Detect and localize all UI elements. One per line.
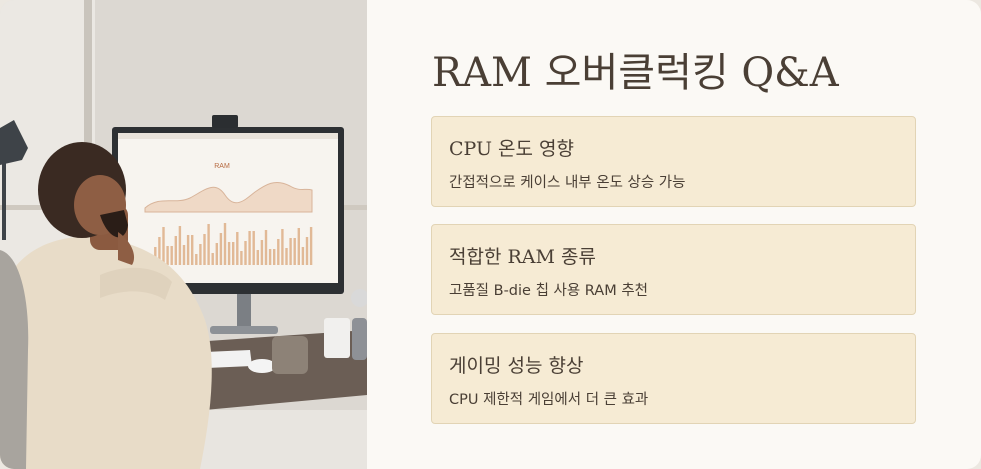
qa-card-ram-type: 적합한 RAM 종류 고품질 B-die 칩 사용 RAM 추천 (431, 224, 916, 315)
webcam-icon (212, 115, 238, 128)
screen-bar (199, 244, 202, 265)
screen-bar (232, 242, 235, 265)
qa-card-cpu-temperature: CPU 온도 영향 간접적으로 케이스 내부 온도 상승 가능 (431, 116, 916, 207)
screen-bar (203, 234, 206, 265)
screen-bar (293, 238, 296, 265)
screen-bar (236, 232, 239, 265)
screen-bar (166, 246, 169, 265)
screen-bar (227, 242, 231, 265)
card-title: 게이밍 성능 향상 (449, 355, 584, 377)
screen-bar (162, 227, 165, 265)
screen-bar (174, 236, 177, 265)
page-title: RAM 오버클럭킹 Q&A (432, 50, 839, 96)
screen-chart-title: RAM (214, 163, 230, 170)
screen-bar (191, 235, 194, 265)
screen-bar (281, 229, 284, 265)
mug-icon (272, 336, 308, 374)
screen-bar (219, 233, 223, 265)
qa-card-gaming-performance: 게이밍 성능 향상 CPU 제한적 게임에서 더 큰 효과 (431, 333, 916, 424)
screen-bar (158, 237, 161, 265)
screen-bar (252, 231, 255, 265)
screen-bar (244, 241, 247, 265)
screen-bar (178, 226, 182, 265)
hero-photo: RAM (0, 0, 367, 469)
screen-bar (170, 246, 173, 265)
screen-bar (285, 248, 288, 265)
screen-bar (240, 251, 243, 265)
screen-bar (223, 223, 227, 265)
person-hand (118, 232, 135, 265)
screen-bar (215, 243, 218, 265)
screen-bar (289, 238, 292, 265)
screen-bar (277, 239, 280, 265)
card-title: CPU 온도 영향 (449, 138, 574, 160)
screen-bar (182, 245, 186, 265)
card-text: 고품질 B-die 칩 사용 RAM 추천 (449, 283, 649, 299)
screen-bar (297, 228, 300, 265)
card-text: CPU 제한적 게임에서 더 큰 효과 (449, 392, 649, 408)
screen-bar (260, 240, 264, 265)
screen-bar (264, 230, 268, 265)
screen-bar (301, 247, 305, 265)
screen-bar (186, 235, 190, 265)
chair (0, 250, 29, 469)
screen-bar (207, 224, 210, 265)
screen-bar (195, 254, 198, 265)
office-illustration: RAM (0, 0, 367, 469)
screen-bar (268, 249, 272, 265)
screen-bar (256, 250, 259, 265)
card-text: 간접적으로 케이스 내부 온도 상승 가능 (449, 175, 686, 191)
card-title: 적합한 RAM 종류 (449, 246, 596, 268)
screen-bar (211, 253, 214, 265)
screen-bar (248, 231, 251, 265)
screen-bar (309, 227, 313, 265)
screen-bar (305, 237, 309, 265)
screen-bar (273, 249, 276, 265)
